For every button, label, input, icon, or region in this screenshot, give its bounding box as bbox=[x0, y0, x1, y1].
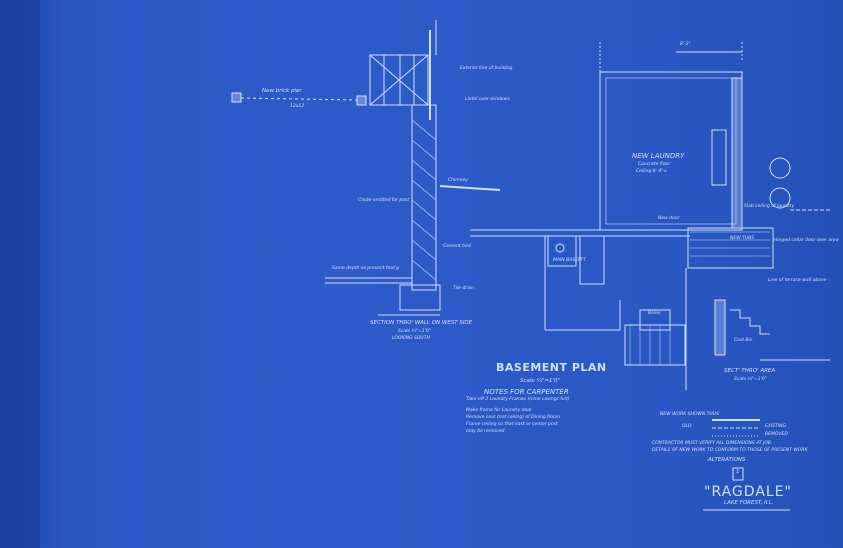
new-tubs-label: NEW TUBS bbox=[730, 236, 755, 241]
coal-bin-label: Coal Bin bbox=[734, 338, 753, 343]
dimension-label: 8'-2" bbox=[680, 42, 691, 47]
sheet-margin-left bbox=[0, 0, 40, 548]
laundry-floor-label: Concrete floor bbox=[638, 162, 671, 167]
legend-title: NEW WORK SHOWN THUS bbox=[660, 412, 719, 417]
main-basement-label: MAIN BASEM'T bbox=[553, 258, 586, 263]
wall-section-drawing bbox=[325, 20, 501, 316]
chute-label: Chute omitted for post bbox=[358, 198, 410, 203]
chimney-label: Chimney bbox=[448, 178, 468, 183]
notes-line-4: Frame ceiling so that east or center pos… bbox=[466, 422, 558, 427]
legend-existing: EXISTING bbox=[765, 424, 787, 429]
sheet-number-box bbox=[732, 467, 744, 481]
project-name: "RAGDALE" bbox=[704, 484, 792, 500]
section-scale: Scale ¾"=1'0" bbox=[398, 329, 431, 334]
notes-line-3: Remove seat (not ceiling) of Dining Room bbox=[466, 415, 561, 420]
notes-line-1: Take off 3 Laundry Frames (mine casings … bbox=[466, 397, 570, 402]
hinged-cellar-label: Hinged cellar door over area bbox=[774, 238, 839, 243]
notes-line-2: Make frame for Laundry door bbox=[466, 408, 532, 413]
new-brick-pier-label: New brick pier bbox=[262, 88, 302, 94]
line-of-building-label: Exterior line of building bbox=[460, 66, 513, 71]
plan-title: BASEMENT PLAN bbox=[496, 361, 607, 374]
new-door-label: New door bbox=[658, 216, 680, 221]
legend-lines bbox=[712, 419, 760, 437]
pier-symbol-right bbox=[356, 95, 367, 106]
laundry-ceiling-label: Ceiling 8' 4"± bbox=[636, 169, 668, 174]
terrace-wall-label: Line of terrace wall above bbox=[768, 278, 827, 283]
legend-note-1: CONTRACTOR MUST VERIFY ALL DIMENSIONS AT… bbox=[652, 441, 772, 446]
area-section-title: SECT' THRO' AREA bbox=[724, 368, 776, 374]
legend-note-2: DETAILS OF NEW WORK TO CONFORM TO THOSE … bbox=[652, 448, 808, 453]
tile-drain-label: Tile drain bbox=[453, 286, 475, 291]
notes-heading: NOTES FOR CARPENTER bbox=[484, 388, 569, 396]
project-location: LAKE FOREST, ILL. bbox=[724, 500, 774, 506]
footing-label: Same depth as present foot'g bbox=[332, 266, 399, 271]
alterations-label: ALTERATIONS bbox=[708, 457, 746, 463]
pier-symbol-left bbox=[231, 92, 242, 103]
legend-old: OLD bbox=[682, 424, 692, 429]
section-title: SECTION THRO' WALL ON WEST SIDE bbox=[370, 320, 473, 326]
lintel-label: Lintel over windows bbox=[465, 97, 510, 102]
boiler-label: Boiler bbox=[648, 311, 661, 316]
notes-line-5: may be removed bbox=[466, 429, 505, 434]
basement-plan-drawing bbox=[470, 40, 830, 390]
pier-size-label: 12x12 bbox=[290, 104, 305, 109]
section-facing: LOOKING SOUTH bbox=[392, 336, 430, 341]
slab-label: Slab ceiling of laundry bbox=[744, 204, 795, 209]
plan-scale: Scale ¼"=1'0" bbox=[520, 378, 561, 384]
sheet-number: 1 bbox=[736, 469, 740, 475]
cement-bed-label: Cement bed bbox=[443, 244, 471, 249]
legend-removed: REMOVED bbox=[765, 432, 788, 437]
new-laundry-label: NEW LAUNDRY bbox=[632, 152, 685, 160]
area-section-scale: Scale ¼"=1'0" bbox=[734, 377, 767, 382]
